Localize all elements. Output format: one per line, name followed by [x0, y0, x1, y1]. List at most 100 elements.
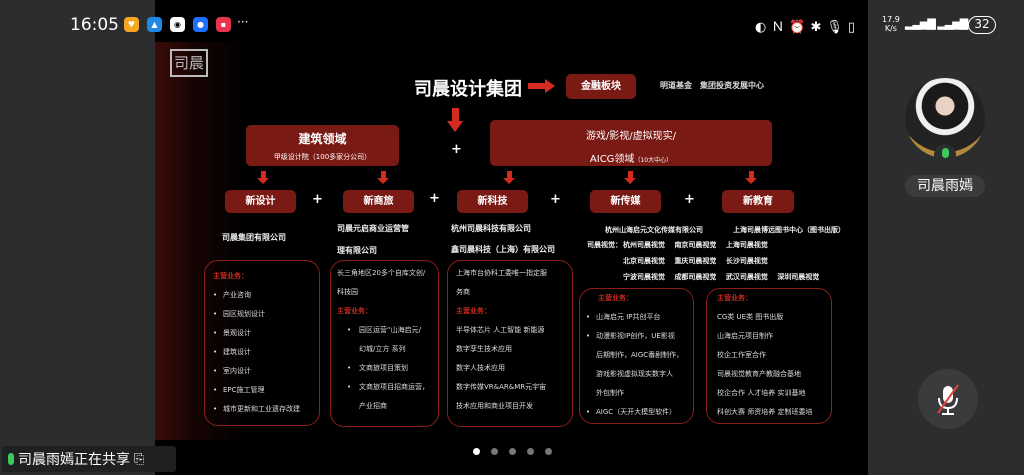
intro: 上海市台协科工委唯一指定服: [456, 269, 547, 277]
participant-name: 司晨雨嫣: [905, 175, 985, 197]
studio: 长沙司晨视觉: [725, 257, 768, 265]
business-item: EPC施工管理: [213, 381, 311, 400]
division-new-education: 新教育: [722, 190, 794, 213]
game-title: 游戏/影视/虚拟现实/: [585, 131, 677, 142]
signal-icon: ▂▃▅▇ ▂▃▅▇: [905, 17, 968, 30]
business-item: 半导体芯片 人工智能 新能源: [456, 326, 545, 334]
intro: 务商: [456, 288, 470, 296]
page-dot[interactable]: [545, 448, 552, 455]
main-business-label: 主营业务：: [717, 294, 752, 302]
screen-share-icon[interactable]: ⎘: [134, 451, 145, 467]
business-item: 山海启元 IP共创平台: [586, 308, 687, 327]
right-arrow-icon: [528, 83, 546, 89]
division-new-tech: 新科技: [457, 190, 528, 213]
company-travel: 司晨元启商业运营管: [337, 224, 409, 233]
clock: 16:05: [70, 15, 119, 35]
business-item: 校企工作室合作: [717, 351, 766, 359]
business-item: 产业咨询: [213, 286, 311, 305]
architecture-domain-box: 建筑领域 甲级设计院（100多家分公司）: [246, 125, 399, 166]
app-notification-icon: ♥: [124, 17, 139, 32]
business-item: 司晨视觉教育产教融合基地: [717, 370, 801, 378]
main-business-label: 主营业务：: [456, 307, 491, 315]
business-item: 数字孪生技术应用: [456, 345, 512, 353]
business-item: 景观设计: [213, 324, 311, 343]
architecture-title: 建筑领域: [298, 132, 347, 146]
business-item: 幻城/立方 系列: [359, 345, 406, 353]
business-item: 建筑设计: [213, 343, 311, 362]
game-title2: AICG领域: [589, 154, 635, 165]
app-notification-icon: ▲: [147, 17, 162, 32]
company-design: 司晨集团有限公司: [222, 233, 286, 242]
qq-icon: ◉: [170, 17, 185, 32]
company-media: 杭州山海启元文化传媒有限公司: [605, 226, 703, 234]
page-dot[interactable]: [491, 448, 498, 455]
business-item: 科创大赛 师资培养 定制班委培: [717, 408, 813, 416]
company-travel: 理有限公司: [337, 246, 377, 255]
business-item: 园区规划设计: [213, 305, 311, 324]
business-item: 后期制作，AIGC番剧制作，: [596, 351, 684, 359]
page-dot[interactable]: [527, 448, 534, 455]
battery-icon: 32: [968, 16, 996, 34]
business-item: 数字人技术应用: [456, 364, 505, 372]
system-status-icons: ◐Ｎ⏰✱🎙▯: [755, 20, 861, 35]
studio: 深圳司晨视觉: [777, 273, 820, 281]
business-item: 外包制作: [596, 389, 624, 397]
travel-business-box: 长三角地区20多个自库文创/ 科技园 主营业务： 园区运营“山海启元/ 幻城/立…: [330, 260, 439, 427]
right-arrow-head: [545, 79, 555, 93]
plus-sign: +: [451, 142, 462, 157]
mute-button[interactable]: [918, 369, 978, 429]
architecture-sub: 甲级设计院（100多家分公司）: [273, 153, 372, 161]
business-item: 城市更新和工业遗存改建: [213, 400, 311, 419]
studio-row: 北京司晨视觉 重庆司晨视觉 长沙司晨视觉: [623, 256, 768, 266]
company-tech: 鑫司晨科技（上海）有限公司: [451, 245, 555, 254]
studio: 重庆司晨视觉: [674, 257, 717, 265]
business-item: 室内设计: [213, 362, 311, 381]
business-item: 文商旅项目策划: [337, 359, 432, 378]
sharing-text: 司晨雨嫣正在共享: [18, 452, 130, 468]
studio-row: 宁波司晨视觉 成都司晨视觉 武汉司晨视觉 深圳司晨视觉: [623, 272, 819, 282]
business-item: 数字传媒VR&AR&MR元宇宙: [456, 383, 547, 391]
intro: 科技园: [337, 288, 358, 296]
studio: 上海司晨视觉: [725, 241, 768, 249]
studio: 北京司晨视觉: [623, 257, 665, 265]
studios-label: 司晨视觉：: [587, 241, 622, 249]
intro: 长三角地区20多个自库文创/: [337, 269, 426, 277]
mic-active-icon: [934, 144, 956, 166]
studio: 武汉司晨视觉: [725, 273, 768, 281]
tech-business-box: 上海市台协科工委唯一指定服 务商 主营业务： 半导体芯片 人工智能 新能源 数字…: [447, 260, 573, 427]
business-item: 文商旅项目招商运营，: [337, 378, 432, 397]
slide-title: 司晨设计集团: [414, 79, 522, 100]
mic-active-icon: [8, 453, 14, 465]
page-dot-active[interactable]: [473, 448, 480, 455]
finance-box: 金融板块: [566, 74, 636, 99]
studio: 成都司晨视觉: [674, 273, 717, 281]
company-logo: 司晨: [170, 49, 208, 77]
down-arrow-head: [447, 121, 463, 132]
studio-row: 杭州司晨视觉 南京司晨视觉 上海司晨视觉: [623, 240, 768, 250]
business-item: 校企合作 人才培养 实训基地: [717, 389, 806, 397]
business-item: 游戏影视虚拟现实数字人: [596, 370, 673, 378]
company-edu: 上海司晨博远图书中心（图书出版）: [733, 226, 845, 234]
business-item: 动漫影视IP创作，UE影视: [586, 327, 687, 346]
business-item: 技术应用和商业项目开发: [456, 402, 533, 410]
business-item: 山海启元项目制作: [717, 332, 773, 340]
plus-sign: +: [684, 192, 695, 207]
app-notification-icon: ▪: [216, 17, 231, 32]
main-business-label: 主营业务：: [213, 272, 248, 280]
edu-business-box: 主营业务： CG类 UE类 图书出版 山海启元项目制作 校企工作室合作 司晨视觉…: [706, 288, 832, 424]
more-notifications-icon: ···: [237, 15, 249, 29]
plus-sign: +: [429, 191, 440, 206]
game-sub: （10大中心）: [634, 157, 673, 164]
main-business-label: 主营业务：: [598, 294, 633, 302]
design-business-box: 主营业务： 产业咨询 园区规划设计 景观设计 建筑设计 室内设计 EPC施工管理…: [204, 260, 320, 426]
game-domain-box: 游戏/影视/虚拟现实/ AICG领域（10大中心）: [490, 120, 772, 166]
division-new-media: 新传媒: [590, 190, 661, 213]
app-notification-icon: ●: [193, 17, 208, 32]
page-dot[interactable]: [509, 448, 516, 455]
studio: 宁波司晨视觉: [623, 273, 665, 281]
net-speed-unit: K/s: [884, 24, 897, 33]
mic-muted-icon: [937, 384, 959, 415]
sharing-indicator[interactable]: 司晨雨嫣正在共享 ⎘: [2, 446, 176, 472]
main-business-label: 主营业务：: [337, 307, 372, 315]
